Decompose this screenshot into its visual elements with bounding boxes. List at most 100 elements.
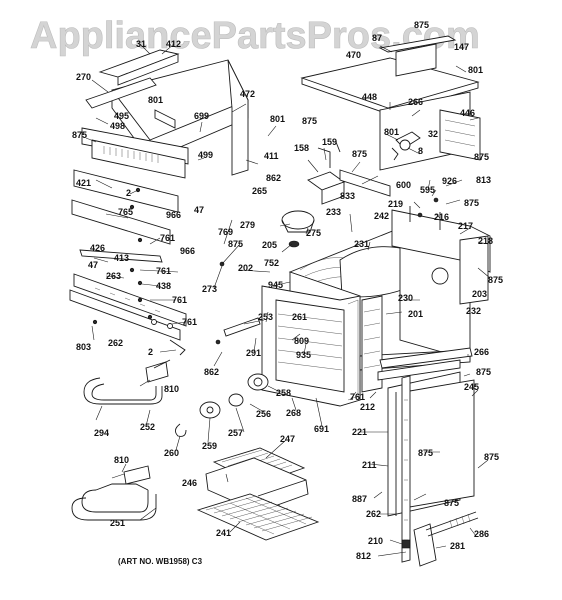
part-label: 273 xyxy=(202,284,217,294)
bottom-trim-drawing xyxy=(377,347,473,381)
part-label: 221 xyxy=(352,427,367,437)
part-label: 216 xyxy=(434,212,449,222)
part-label: 257 xyxy=(228,428,243,438)
part-label: 810 xyxy=(164,384,179,394)
part-label: 266 xyxy=(474,347,489,357)
part-label: 862 xyxy=(204,367,219,377)
rear-wall-components-drawing xyxy=(391,197,491,305)
center-duct-parts-drawing xyxy=(307,141,391,205)
oven-rack-drawing xyxy=(196,493,320,541)
part-label: 875 xyxy=(414,20,429,30)
part-label: 253 xyxy=(258,312,273,322)
part-label: 498 xyxy=(110,121,125,131)
part-label: 875 xyxy=(72,130,87,140)
part-label: 875 xyxy=(464,198,479,208)
front-trim-strips-drawing xyxy=(69,249,187,356)
part-label: 875 xyxy=(228,239,243,249)
leader-lines xyxy=(85,43,491,557)
part-label: 699 xyxy=(194,111,209,121)
watermark-text: AppliancePartsPros.com xyxy=(30,15,480,57)
part-label: 761 xyxy=(350,392,365,402)
part-label: 810 xyxy=(114,455,129,465)
part-label: 595 xyxy=(420,185,435,195)
part-label: 47 xyxy=(88,260,98,270)
part-label: 259 xyxy=(202,441,217,451)
part-label: 438 xyxy=(156,281,171,291)
part-label: 495 xyxy=(114,111,129,121)
rear-duct-panel-drawing xyxy=(379,91,481,171)
part-label: 875 xyxy=(302,116,317,126)
part-label: 8 xyxy=(418,146,423,156)
part-label: 47 xyxy=(194,205,204,215)
part-label: 251 xyxy=(110,518,125,528)
part-label: 268 xyxy=(286,408,301,418)
part-label: 32 xyxy=(428,129,438,139)
part-label: 232 xyxy=(466,306,481,316)
part-label: 412 xyxy=(166,39,181,49)
part-label: 230 xyxy=(398,293,413,303)
part-label: 862 xyxy=(266,173,281,183)
part-label: 875 xyxy=(352,149,367,159)
part-label: 761 xyxy=(182,317,197,327)
part-label: 801 xyxy=(468,65,483,75)
part-label: 448 xyxy=(362,92,377,102)
part-label: 935 xyxy=(296,350,311,360)
part-label: 252 xyxy=(140,422,155,432)
side-frame-drawing xyxy=(387,371,475,563)
part-label: 875 xyxy=(474,152,489,162)
part-label: 279 xyxy=(240,220,255,230)
top-panel-drawing xyxy=(300,35,480,115)
part-label: 258 xyxy=(276,388,291,398)
part-label: 446 xyxy=(460,108,475,118)
part-label: 421 xyxy=(76,178,91,188)
part-label: 205 xyxy=(262,240,277,250)
part-label: 218 xyxy=(478,236,493,246)
part-label: 875 xyxy=(444,498,459,508)
part-label: 833 xyxy=(340,191,355,201)
part-label: 262 xyxy=(366,509,381,519)
bake-element-drawing xyxy=(83,359,171,405)
part-label: 945 xyxy=(268,280,283,290)
part-label: 211 xyxy=(362,460,377,470)
part-label: 470 xyxy=(346,50,361,60)
part-label: 158 xyxy=(294,143,309,153)
part-label: 294 xyxy=(94,428,109,438)
part-label: 812 xyxy=(356,551,371,561)
part-label: 966 xyxy=(180,246,195,256)
part-label: 691 xyxy=(314,424,329,434)
part-label: 765 xyxy=(118,207,133,217)
part-label: 803 xyxy=(76,342,91,352)
part-label: 270 xyxy=(76,72,91,82)
part-label: 219 xyxy=(388,199,403,209)
part-label: 262 xyxy=(108,338,123,348)
part-label: 202 xyxy=(238,263,253,273)
part-label: 245 xyxy=(464,382,479,392)
part-label: 499 xyxy=(198,150,213,160)
part-label: 809 xyxy=(294,336,309,346)
part-label: 212 xyxy=(360,402,375,412)
part-label: 875 xyxy=(476,367,491,377)
part-label: 801 xyxy=(270,114,285,124)
part-label: 887 xyxy=(352,494,367,504)
part-label: 769 xyxy=(218,227,233,237)
broil-pan-drawing xyxy=(205,447,309,513)
part-label: 966 xyxy=(166,210,181,220)
part-label: 261 xyxy=(292,312,307,322)
part-label: 203 xyxy=(472,289,487,299)
part-label: 472 xyxy=(240,89,255,99)
top-vent-assembly-drawing xyxy=(85,49,249,176)
part-label: 426 xyxy=(90,243,105,253)
part-label: 875 xyxy=(488,275,503,285)
part-label: 266 xyxy=(408,97,423,107)
part-label: 926 xyxy=(442,176,457,186)
part-label: 87 xyxy=(372,33,382,43)
part-label: 411 xyxy=(264,151,279,161)
part-label: 875 xyxy=(484,452,499,462)
part-label: 159 xyxy=(322,137,337,147)
part-label: 217 xyxy=(458,221,473,231)
part-label: 231 xyxy=(354,239,369,249)
part-label: 281 xyxy=(450,541,465,551)
part-label: 813 xyxy=(476,175,491,185)
part-label: 265 xyxy=(252,186,267,196)
